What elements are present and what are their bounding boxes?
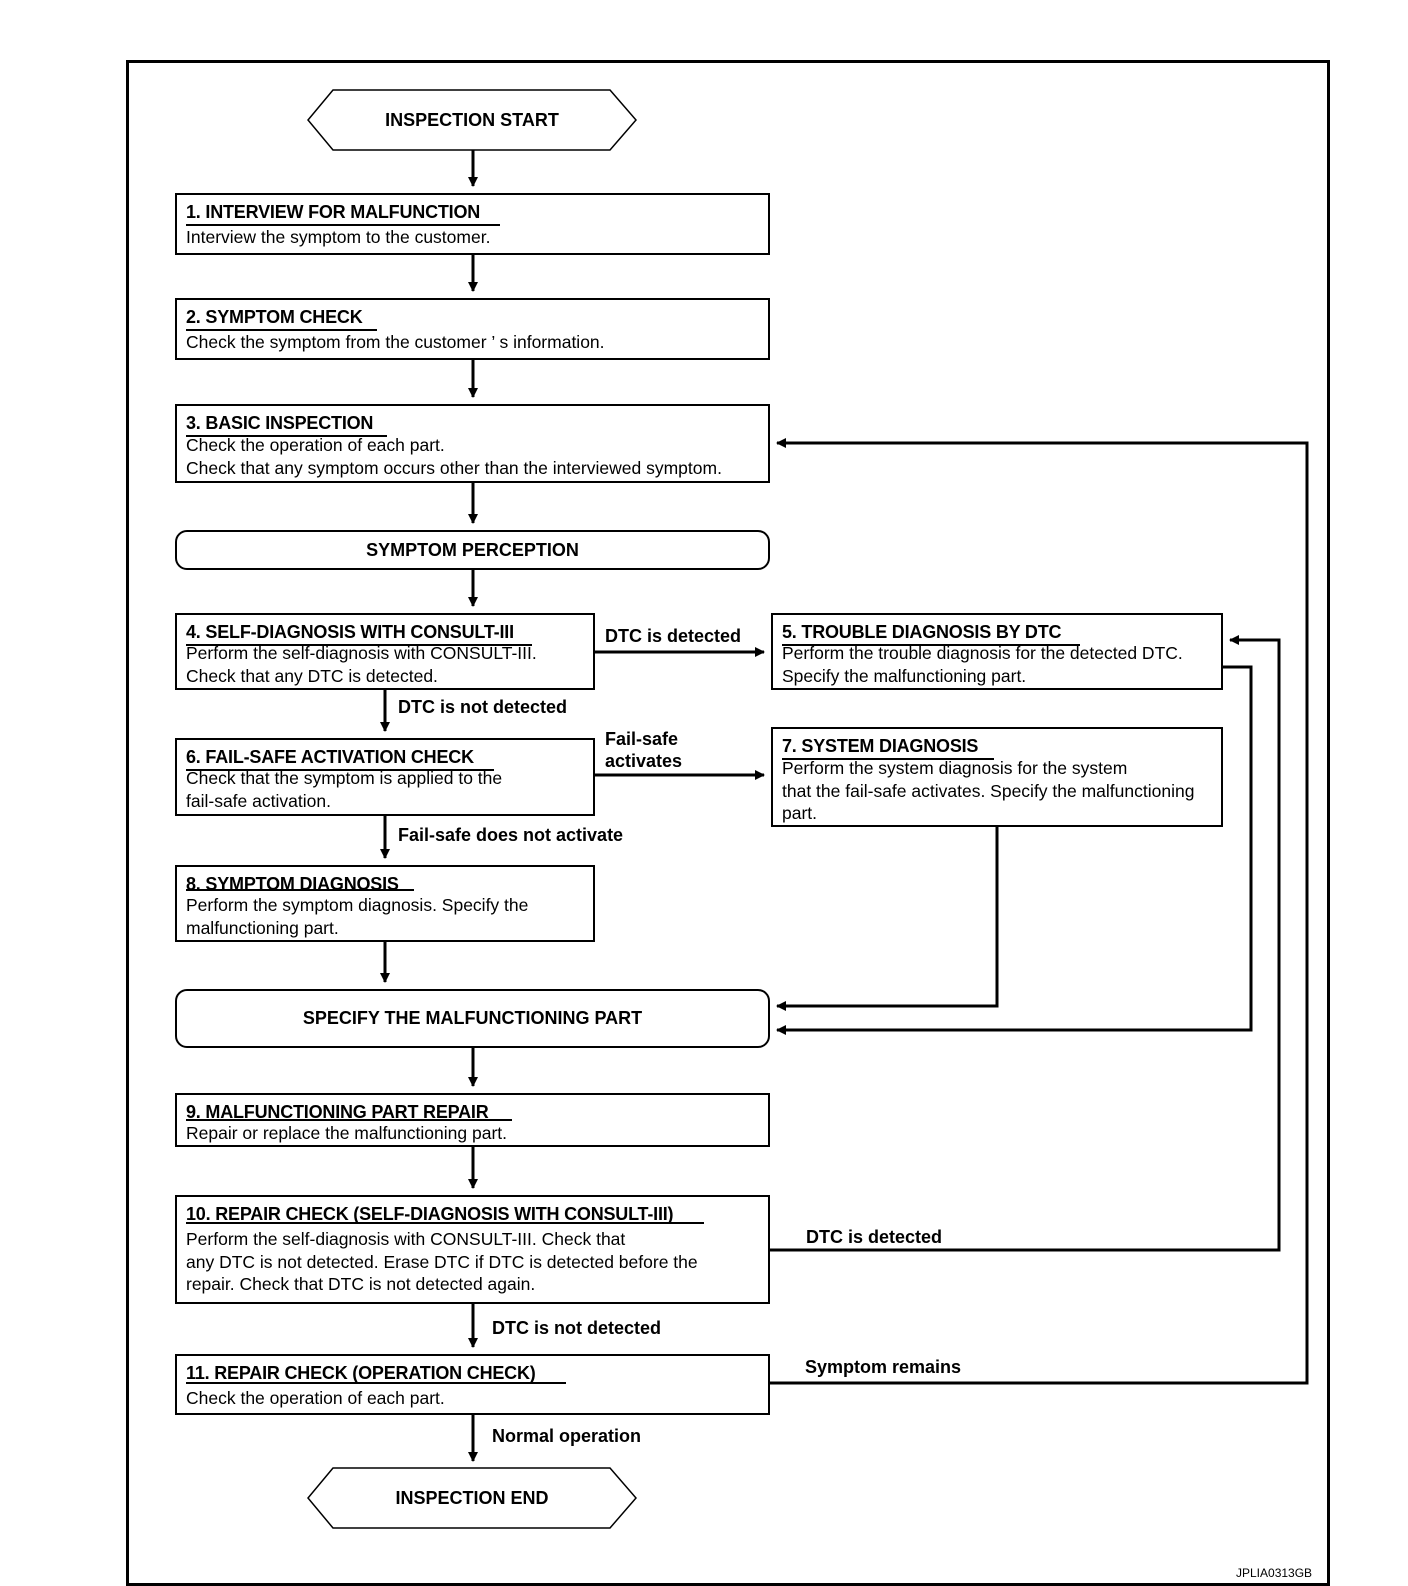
title-underline (186, 1222, 704, 1224)
step-1-title: 1. INTERVIEW FOR MALFUNCTION (186, 202, 481, 222)
step-5-box: 5. TROUBLE DIAGNOSIS BY DTC Perform the … (771, 613, 1223, 690)
step-10-title: 10. REPAIR CHECK (SELF-DIAGNOSIS WITH CO… (186, 1204, 674, 1224)
figure-code: JPLIA0313GB (1236, 1566, 1313, 1580)
step-8-box: 8. SYMPTOM DIAGNOSIS Perform the symptom… (175, 865, 595, 942)
title-underline (782, 644, 1080, 646)
label-failsafe-activates-line2: activates (605, 751, 683, 771)
step-2-title: 2. SYMPTOM CHECK (186, 307, 363, 327)
step-11-box: 11. REPAIR CHECK (OPERATION CHECK) Check… (175, 1354, 770, 1415)
arrow-11-to-3 (769, 438, 1309, 1385)
step-4-title: 4. SELF-DIAGNOSIS WITH CONSULT-III (186, 622, 514, 642)
arrow-5-to-specify (776, 665, 1253, 1035)
title-underline (186, 224, 500, 226)
step-9-desc: Repair or replace the malfunctioning par… (186, 1123, 508, 1143)
step-4-box: 4. SELF-DIAGNOSIS WITH CONSULT-III Perfo… (175, 613, 595, 690)
label-failsafe-not-activate: Fail-safe does not activate (398, 825, 624, 845)
step-3-box: 3. BASIC INSPECTION Check the operation … (175, 404, 770, 483)
label-dtc-detected-step4: DTC is detected (605, 626, 742, 646)
step-1-box: 1. INTERVIEW FOR MALFUNCTION Interview t… (175, 193, 770, 255)
label-dtc-detected-step10: DTC is detected (806, 1227, 943, 1247)
step-10-desc: Perform the self-diagnosis with CONSULT-… (186, 1229, 698, 1294)
title-underline (186, 1119, 512, 1121)
title-underline (186, 889, 414, 891)
step-7-box: 7. SYSTEM DIAGNOSIS Perform the system d… (771, 727, 1223, 827)
step-6-box: 6. FAIL-SAFE ACTIVATION CHECK Check that… (175, 738, 595, 816)
step-2-desc: Check the symptom from the customer ’ s … (186, 332, 605, 352)
start-terminal-shape (307, 89, 637, 151)
step-3-title: 3. BASIC INSPECTION (186, 413, 374, 433)
specify-malfunctioning-part: SPECIFY THE MALFUNCTIONING PART (175, 989, 770, 1048)
title-underline (186, 644, 532, 646)
step-9-box: 9. MALFUNCTIONING PART REPAIR Repair or … (175, 1093, 770, 1147)
step-6-desc: Check that the symptom is applied to the… (186, 768, 503, 811)
inspection-start-label: INSPECTION START (385, 109, 559, 130)
step-5-title: 5. TROUBLE DIAGNOSIS BY DTC (782, 622, 1062, 642)
title-underline (782, 758, 994, 760)
end-terminal-shape (307, 1467, 637, 1529)
arrow-7-to-specify (776, 827, 999, 1011)
step-7-desc: Perform the system diagnosis for the sys… (782, 758, 1195, 823)
step-9-title: 9. MALFUNCTIONING PART REPAIR (186, 1102, 489, 1122)
step-4-desc: Perform the self-diagnosis with CONSULT-… (186, 643, 537, 686)
step-10-box: 10. REPAIR CHECK (SELF-DIAGNOSIS WITH CO… (175, 1195, 770, 1304)
step-3-desc: Check the operation of each part. Check … (186, 435, 722, 478)
step-8-title: 8. SYMPTOM DIAGNOSIS (186, 874, 399, 894)
title-underline (186, 329, 377, 331)
label-dtc-not-detected-step4: DTC is not detected (398, 697, 568, 717)
step-1-desc: Interview the symptom to the customer. (186, 227, 491, 247)
step-5-desc: Perform the trouble diagnosis for the de… (782, 643, 1183, 686)
step-11-desc: Check the operation of each part. (186, 1388, 445, 1408)
label-symptom-remains: Symptom remains (805, 1357, 962, 1377)
title-underline (186, 769, 494, 771)
title-underline (186, 1382, 566, 1384)
label-normal-operation: Normal operation (492, 1426, 642, 1446)
step-6-title: 6. FAIL-SAFE ACTIVATION CHECK (186, 747, 474, 767)
step-2-box: 2. SYMPTOM CHECK Check the symptom from … (175, 298, 770, 360)
step-11-title: 11. REPAIR CHECK (OPERATION CHECK) (186, 1363, 536, 1383)
symptom-perception: SYMPTOM PERCEPTION (175, 530, 770, 570)
title-underline (186, 435, 387, 437)
label-failsafe-activates-line1: Fail-safe (605, 729, 679, 749)
label-dtc-not-detected-step10: DTC is not detected (492, 1318, 662, 1338)
step-8-desc: Perform the symptom diagnosis. Specify t… (186, 895, 529, 938)
arrow-10-to-5 (769, 635, 1281, 1252)
inspection-end-label: INSPECTION END (395, 1487, 549, 1508)
step-7-title: 7. SYSTEM DIAGNOSIS (782, 736, 979, 756)
